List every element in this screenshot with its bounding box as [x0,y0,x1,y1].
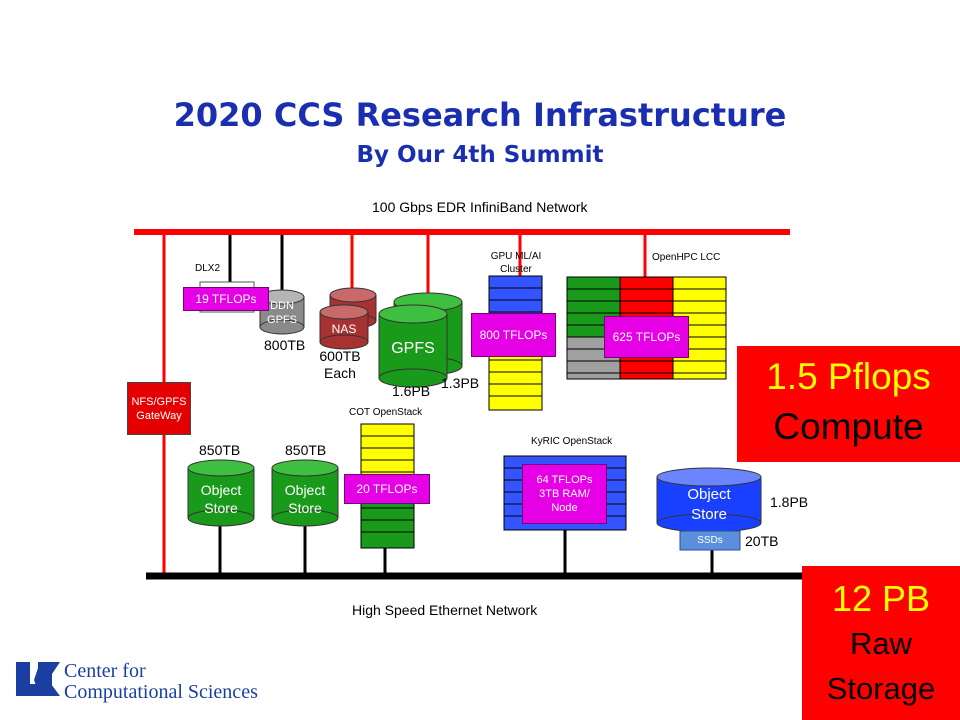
nfs-gpfs-gateway: NFS/GPFS GateWay [127,382,191,435]
object-store-1-capacity: 850TB [199,442,241,458]
storage-summary-label-line2: Storage [826,671,936,706]
object-store-1-label-line2: Store [204,500,238,516]
ssd-slab [679,530,741,551]
openhpc-tflops-badge: 625 TFLOPs [604,316,689,358]
gpfs-capacity-back: 1.3PB [441,375,480,391]
ddn-label-line1: DDN [270,300,294,312]
object-store-2-cylinder [271,459,339,527]
kyric-spec-line2: 3TB RAM/ [539,488,590,500]
cot-tflops-badge: 20 TFLOPs [344,474,430,504]
nas-capacity: 600TB Each [314,348,366,382]
page-title: 2020 CCS Research Infrastructure [173,96,787,134]
nas-label: NAS [331,322,357,336]
logo-line1: Center for [64,660,146,682]
infiniband-black-links [228,234,284,292]
object-store-3-label-line1: Object [687,486,731,503]
object-store-2-label-line2: Store [288,500,322,516]
object-store-2-label: Object Store [272,481,338,517]
ethernet-network-label: High Speed Ethernet Network [352,602,538,618]
ddn-label-line2: GPFS [267,314,297,326]
compute-summary-label: Compute [773,406,924,447]
object-store-3-label: Object Store [657,485,761,525]
gateway-label-line2: GateWay [136,410,182,422]
gpfs-label: GPFS [391,340,435,357]
gpu-cluster-label: GPU ML/AI Cluster [488,250,544,276]
gpfs-capacity-front: 1.6PB [392,383,431,399]
ssd-label: SSDs [697,535,723,546]
object-store-3-label-line2: Store [691,506,727,523]
nas-capacity-line2: Each [324,365,356,381]
ssd-capacity: 20TB [745,533,779,549]
ccs-logo-text: Center for Computational Sciences [64,661,258,703]
nas-cylinder-front [319,304,369,350]
kyric-label: KyRIC OpenStack [531,436,613,447]
page-subtitle: By Our 4th Summit [356,142,604,168]
cot-label: COT OpenStack [349,407,423,418]
infiniband-network-label: 100 Gbps EDR InfiniBand Network [372,199,588,215]
logo-line2: Computational Sciences [64,681,258,703]
object-store-3-cylinder [656,467,762,533]
gpu-cluster-tflops-badge: 800 TFLOPs [471,313,556,357]
kyric-spec-badge: 64 TFLOPs 3TB RAM/ Node [522,464,607,524]
storage-summary-value: 12 PB [831,578,931,619]
uk-logo-icon [16,662,60,696]
ethernet-links [218,520,714,576]
gpu-cluster-label-line2: Cluster [500,264,532,275]
kyric-spec-line3: Node [551,502,578,514]
gpu-cluster-label-line1: GPU ML/AI [490,251,542,262]
object-store-1-label-line1: Object [200,482,242,498]
ddn-capacity: 800TB [264,337,306,353]
ddn-label: DDN GPFS [260,299,304,327]
nas-capacity-line1: 600TB [319,348,361,364]
object-store-2-label-line1: Object [284,482,326,498]
gpfs-cylinder-front [378,304,448,388]
gateway-label-line1: NFS/GPFS [131,396,187,408]
ddn-cylinder [259,289,305,335]
object-store-3-capacity: 1.8PB [770,494,809,510]
object-store-2-capacity: 850TB [285,442,327,458]
compute-summary-box: 1.5 Pflops Compute [737,346,960,462]
object-store-1-cylinder [187,459,255,527]
compute-summary-value: 1.5 Pflops [766,356,931,397]
dlx2-tflops-badge: 19 TFLOPs [183,287,269,311]
openhpc-label: OpenHPC LCC [652,252,721,263]
dlx2-label: DLX2 [195,263,221,274]
storage-summary-label-line1: Raw [849,626,912,661]
storage-summary-box: 12 PB Raw Storage [802,566,960,720]
object-store-1-label: Object Store [188,481,254,517]
kyric-spec-line1: 64 TFLOPs [536,474,593,486]
